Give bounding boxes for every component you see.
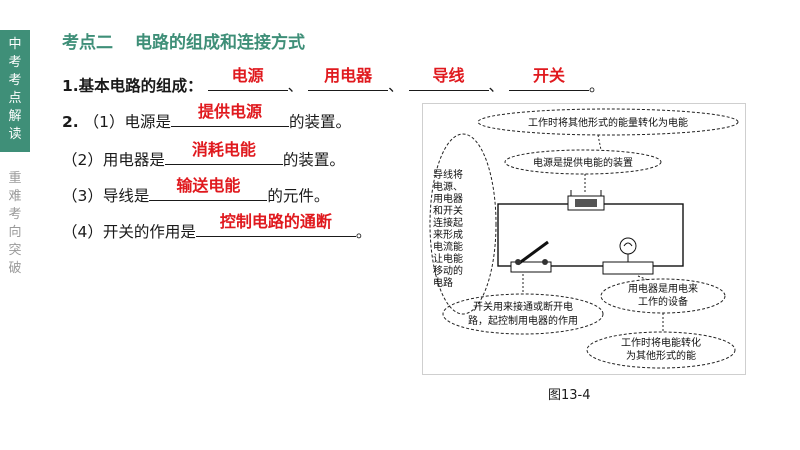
item-suffix: 的装置。 [282,151,345,169]
separator: 、 [388,77,404,95]
svg-text:用电器: 用电器 [433,192,463,205]
callout-wire-text: 导线将 电源、 用电器 和开关 连接起 来形成 电流能 让电能 移动的 电路 [433,168,463,289]
answer-text: 控制电路的通断 [219,212,332,231]
answer-blank: 开关 [508,66,589,91]
sidebar-char: 重 [8,171,22,186]
callout-convert-line: 为其他形式的能 [626,349,696,362]
title-prefix: 考点二 [62,33,113,53]
sidebar-char: 难 [8,189,22,204]
svg-text:导线将: 导线将 [433,168,463,181]
answer-text: 输送电能 [176,176,241,195]
question-2-item-1: 2. （1）电源是 提供电源的装置。 [62,102,352,132]
answer-blank: 输送电能 [149,176,268,201]
sidebar-char: 向 [8,225,22,240]
separator: 、 [488,77,505,95]
figure-caption: 图13-4 [548,388,591,403]
item-prefix: （3）导线是 [62,187,150,205]
lamp-icon [602,237,654,275]
separator: 、 [287,77,304,95]
svg-text:电路: 电路 [433,276,453,289]
callout-switch-line: 路，起控制用电器的作用 [468,314,578,327]
callout-source-bubble [504,149,662,175]
callout-wire-bubble [429,133,497,315]
circuit-diagram: 工作时将其他形式的能量转化为电能 电源是提供电能的装置 导线将 电源、 用电器 … [429,108,739,369]
q1-label: 1.基本电路的组成： [62,77,203,95]
sidebar-char: 中 [8,37,22,52]
answer-blank: 用电器 [308,66,389,91]
sidebar-char: 考 [8,73,22,88]
q2-number: 2. [62,113,79,131]
item-prefix: （2）用电器是 [62,151,165,169]
svg-text:让电能: 让电能 [433,252,463,265]
callout-appliance-line: 用电器是用电来 [628,282,698,295]
answer-text: 开关 [532,66,565,85]
answer-blank: 控制电路的通断 [195,212,356,237]
answer-blank: 导线 [408,66,489,91]
sidebar-current-section[interactable]: 中 考 考 点 解 读 [0,30,30,152]
question-2-item-4: （4）开关的作用是 控制电路的通断。 [62,212,372,242]
svg-text:移动的: 移动的 [433,264,463,277]
sidebar-char: 读 [8,127,22,142]
svg-text:和开关: 和开关 [433,204,463,217]
item-suffix: 的元件。 [267,187,330,205]
answer-blank: 消耗电能 [164,140,283,165]
item-suffix: 的装置。 [289,113,352,131]
sidebar-next-section[interactable]: 重 难 考 向 突 破 [0,170,30,278]
callout-convert-line: 工作时将电能转化 [621,336,701,349]
answer-text: 提供电源 [197,102,262,121]
sidebar-char: 破 [8,261,22,276]
question-2-item-2: （2）用电器是 消耗电能的装置。 [62,140,345,170]
sidebar-char: 解 [8,109,22,124]
svg-text:电流能: 电流能 [433,240,463,253]
title-text: 电路的组成和连接方式 [135,33,305,53]
answer-text: 导线 [432,66,465,85]
sidebar-char: 点 [8,91,22,106]
period: 。 [588,77,605,95]
answer-blank: 电源 [207,66,288,91]
svg-text:来形成: 来形成 [433,229,463,241]
answer-blank: 提供电源 [171,102,289,127]
sidebar-char: 突 [8,243,22,258]
question-1: 1.基本电路的组成： 电源、 用电器、 导线、 开关。 [62,66,605,96]
answer-text: 电源 [231,66,264,85]
callout-switch-bubble [442,293,604,335]
item-prefix: （1）电源是 [83,113,171,131]
item-suffix: 。 [355,223,372,241]
svg-text:电源、: 电源、 [433,180,463,193]
sidebar-char: 考 [8,207,22,222]
callout-source-text: 电源是提供电能的装置 [533,156,633,169]
circuit-figure: 工作时将其他形式的能量转化为电能 电源是提供电能的装置 导线将 电源、 用电器 … [422,103,746,375]
callout-connector [597,134,602,151]
callout-appliance-line: 工作的设备 [638,295,688,308]
svg-text:连接起: 连接起 [433,216,463,229]
callout-convert-bubble [586,331,736,369]
battery-icon [567,190,605,211]
sidebar-char: 考 [8,55,22,70]
page-title: 考点二 电路的组成和连接方式 [62,28,305,53]
callout-top-bubble [477,108,739,136]
callout-top-text: 工作时将其他形式的能量转化为电能 [528,116,688,129]
callout-switch-line: 开关用来接通或断开电 [473,300,573,313]
item-prefix: （4）开关的作用是 [62,223,196,241]
answer-text: 消耗电能 [191,140,256,159]
question-2-item-3: （3）导线是 输送电能的元件。 [62,176,330,206]
callout-connector [637,275,649,281]
switch-icon [510,240,552,273]
answer-text: 用电器 [324,66,373,85]
